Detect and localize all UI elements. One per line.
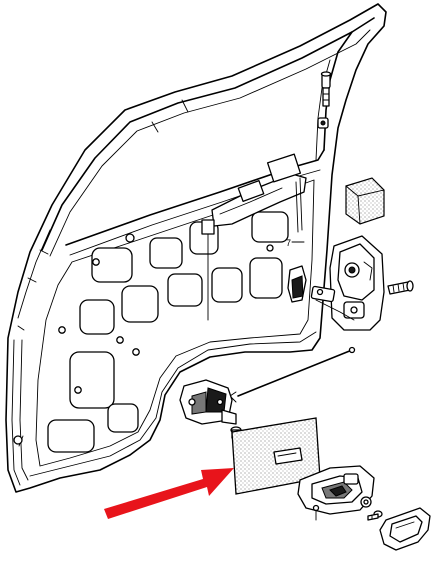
handle-bracket (179, 379, 237, 425)
panel-rivet (13, 435, 23, 445)
callout-label: 7 (286, 238, 291, 248)
panel-rivet (125, 233, 135, 243)
panel-rivet (266, 244, 274, 252)
door-lock-mechanism (329, 235, 385, 331)
foam-pad-large (231, 417, 321, 495)
handle-washer (360, 496, 372, 508)
lock-screw (387, 280, 414, 295)
panel-hole (47, 419, 95, 453)
door-latch-clip (287, 265, 355, 321)
upper-bolt (317, 71, 332, 129)
handle-bezel-trim (379, 507, 431, 551)
panel-hole (121, 285, 159, 323)
handle-screw (367, 510, 383, 521)
panel-rivet (92, 258, 100, 266)
lock-linkage (201, 153, 307, 321)
inner-door-handle (297, 465, 375, 521)
panel-hole (249, 257, 283, 299)
panel-hole (251, 211, 289, 243)
foam-block-small (345, 177, 385, 225)
panel-rivet (58, 326, 66, 334)
panel-hole (91, 247, 133, 283)
panel-rivet (116, 336, 124, 344)
red-pointer-arrow (104, 468, 234, 519)
callout-7: 7 (286, 238, 305, 248)
inner-door-panel (13, 179, 315, 467)
panel-rivet (74, 386, 82, 394)
panel-hole (107, 403, 139, 433)
panel-hole (149, 237, 183, 269)
panel-hole (211, 267, 243, 303)
panel-hole (69, 351, 115, 409)
panel-hole (167, 273, 203, 307)
arrow-icon (104, 468, 234, 519)
remote-control-rod (229, 346, 356, 403)
panel-rivet (132, 348, 140, 356)
panel-hole (79, 299, 115, 335)
